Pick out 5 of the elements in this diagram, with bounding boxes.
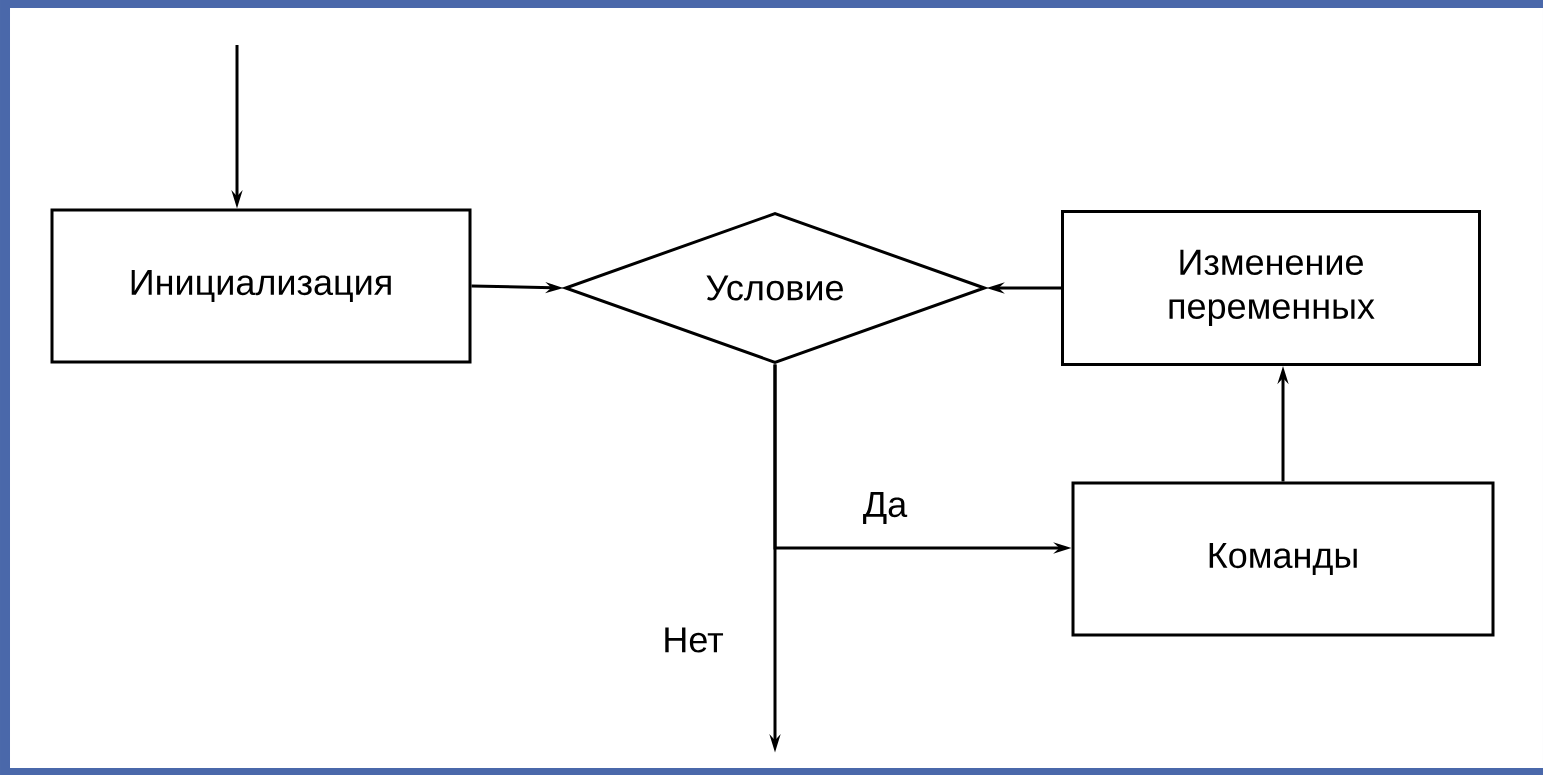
process-box: Инициализация bbox=[50, 208, 472, 364]
process-box: Изменение переменных bbox=[1061, 210, 1481, 366]
process-box: Команды bbox=[1071, 481, 1495, 637]
edge-label: Да bbox=[860, 490, 910, 526]
edge-label: Нет bbox=[660, 625, 726, 655]
